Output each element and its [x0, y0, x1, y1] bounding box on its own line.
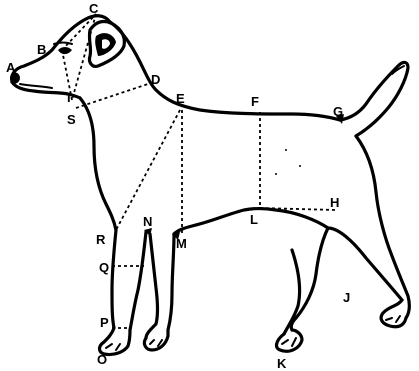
label-l: L: [250, 212, 258, 227]
dog-eye: [58, 47, 72, 54]
label-q: Q: [99, 260, 109, 275]
dog-lip-line: [20, 84, 52, 88]
guide-e-r: [116, 110, 180, 230]
dog-front-paw-outline: [100, 330, 131, 355]
dog-back-leg-inner: [328, 228, 402, 300]
dog-front-leg-back: [130, 232, 146, 330]
dog-back-paw-toes: [386, 316, 400, 322]
fur-speck: [275, 173, 277, 175]
label-i: I: [67, 90, 71, 105]
label-g: G: [333, 104, 343, 119]
dog-tail-outline: [340, 62, 408, 136]
label-r: R: [96, 232, 106, 247]
label-p: P: [100, 315, 109, 330]
label-h: H: [330, 195, 339, 210]
label-e: E: [176, 91, 185, 106]
label-c: C: [89, 1, 99, 16]
dog-chest-outline: [80, 98, 116, 230]
fur-speck: [285, 149, 287, 151]
label-j: J: [343, 290, 350, 305]
label-o: O: [97, 352, 107, 367]
fur-speck: [299, 165, 301, 167]
label-m: M: [176, 236, 187, 251]
dog-neck-back-outline: [110, 22, 340, 120]
dog-back-paw-outline: [381, 300, 406, 327]
dog-front-leg2-outline: [146, 234, 158, 338]
label-n: N: [143, 214, 152, 229]
dog-hind-leg-outline: [291, 228, 328, 330]
label-d: D: [151, 72, 160, 87]
dog-eyebrow: [54, 43, 72, 45]
dog-front-paw2-toes: [150, 340, 162, 346]
dog-rump-outline: [356, 136, 409, 318]
label-b: B: [37, 42, 46, 57]
label-k: K: [277, 356, 287, 371]
label-a: A: [6, 60, 16, 75]
label-s: S: [67, 112, 76, 127]
label-f: F: [251, 94, 259, 109]
dog-hind-leg-front: [284, 250, 300, 334]
dog-front-paw-toes: [106, 344, 120, 350]
dog-hind-paw-outline: [277, 330, 302, 351]
dog-hind-paw-toes: [282, 338, 296, 346]
guide-s-d: [76, 84, 148, 108]
measurement-guides: [62, 14, 336, 328]
dog-front-leg2-back: [168, 234, 174, 330]
